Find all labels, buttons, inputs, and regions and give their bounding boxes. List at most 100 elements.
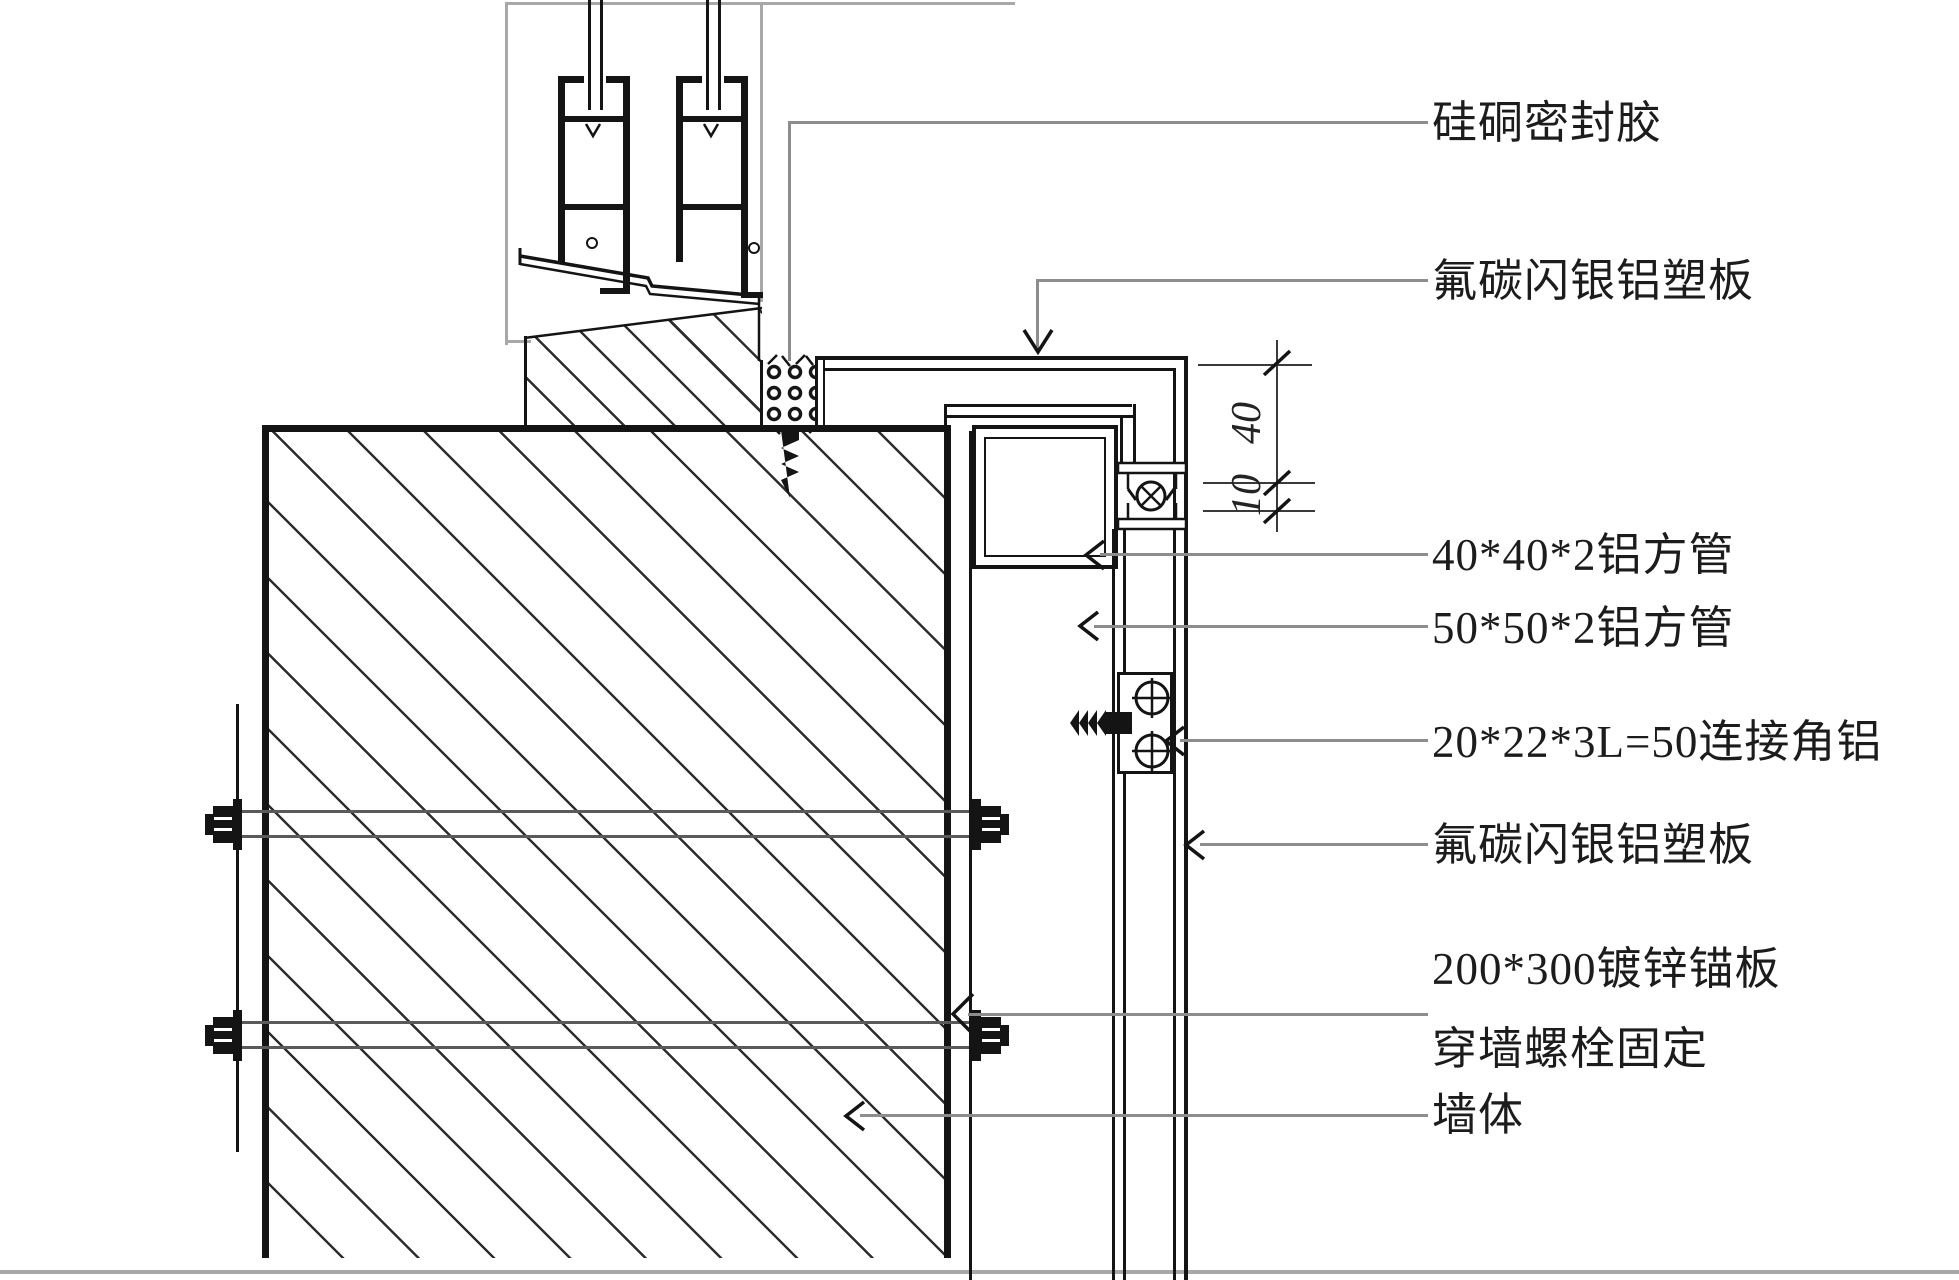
sill-left-edge (524, 336, 527, 426)
callout-wall-body: 墙体 (1432, 1090, 1525, 1140)
square-tube-40x40-inner-wall (984, 437, 1106, 557)
glass-pane-line (600, 0, 603, 110)
frame-cap (676, 76, 702, 83)
fixing-screw-icon (781, 430, 799, 498)
panel-outer-skin (815, 356, 1187, 360)
nut-facet-line (982, 828, 1000, 831)
seam-flange (1116, 517, 1188, 531)
bolt-shaft-line (242, 810, 972, 813)
callout-silicone-sealant: 硅硐密封胶 (1432, 98, 1663, 148)
square-tube-50x50-line (1112, 529, 1115, 1280)
leader-square-tube-50 (1094, 625, 1428, 628)
callout-square-tube-40: 40*40*2铝方管 (1432, 530, 1735, 580)
nut-facet-line (982, 1028, 1000, 1031)
bolt-end (205, 814, 213, 835)
arrow-left-acp-side (1183, 829, 1206, 861)
seam-flange (1116, 461, 1188, 475)
leader-wall-body (860, 1114, 1428, 1117)
panel-left-return (823, 358, 825, 428)
frame-bar (565, 116, 623, 122)
nut-facet-line (214, 1028, 232, 1031)
arrow-down-acp-top (1022, 329, 1054, 356)
leader-silicone-sealant (788, 121, 1428, 124)
anchor-plate-right-line (969, 431, 972, 1280)
glazing-notch (584, 123, 602, 139)
angle-screw-cross (1132, 731, 1172, 771)
sill-flashing-line (519, 262, 761, 306)
glazing-notch (702, 123, 720, 139)
acp-side-panel-inner-line (1173, 529, 1176, 1280)
bolt-hex-nut (981, 806, 1001, 843)
frame-bar (565, 204, 623, 210)
leader-acp-top (1036, 279, 1428, 282)
frame-bar (683, 204, 741, 210)
panel-step-line (1120, 415, 1123, 465)
bolt-shaft-line (242, 1021, 972, 1024)
nut-facet-line (214, 828, 232, 831)
arrow-left-tube-50 (1077, 610, 1100, 642)
frame-foot (558, 248, 565, 262)
leader-square-tube-40 (1100, 553, 1428, 556)
panel-back-sheet (944, 404, 1132, 407)
panel-corner-outer (1184, 356, 1188, 530)
arrow-left-anchor-plate (950, 992, 975, 1036)
frame-screw-icon (748, 242, 760, 254)
glass-pane-line (718, 0, 721, 110)
wall-right-edge (944, 425, 951, 1258)
seam-gasket-wing (1126, 488, 1176, 501)
callout-square-tube-50: 50*50*2铝方管 (1432, 603, 1735, 653)
seam-gasket-cross (1141, 486, 1161, 506)
bolt-shaft-line (242, 835, 972, 838)
window-jamb-line-right (760, 2, 763, 302)
angle-screw-cross (1132, 678, 1172, 718)
arrow-left-angle (1163, 725, 1186, 757)
callout-acp-side: 氟碳闪银铝塑板 (1432, 820, 1755, 870)
bolt-end (205, 1025, 213, 1046)
extension-line (1198, 364, 1312, 366)
nut-facet-line (214, 1039, 232, 1042)
frame-bar (683, 116, 741, 122)
extension-line (1203, 482, 1315, 484)
frame-screw-icon (586, 237, 598, 249)
dim-tick (1262, 497, 1292, 525)
dimension-line (1276, 340, 1278, 532)
frame-hook (600, 288, 630, 294)
nut-facet-line (982, 817, 1000, 820)
glass-pane-line (706, 0, 709, 110)
window-jamb-line-left (505, 2, 508, 345)
leader-anchor-plate (968, 1013, 1428, 1016)
wall-left-edge (262, 425, 269, 1258)
frame-cap (724, 76, 748, 83)
callout-acp-top: 氟碳闪银铝塑板 (1432, 256, 1755, 306)
glass-pane-line (588, 0, 591, 110)
sill-top-edge (523, 306, 763, 340)
callout-angle-connector: 20*22*3L=50连接角铝 (1432, 717, 1883, 767)
dim-tick (1262, 349, 1292, 377)
silicone-sealant-joint (763, 361, 815, 427)
sill-right-edge (760, 360, 763, 426)
callout-anchor-plate: 200*300镀锌锚板 (1432, 944, 1781, 994)
panel-corner-inner (1173, 368, 1176, 530)
frame-foot (676, 248, 683, 262)
frame-cap (606, 76, 630, 83)
bolt-hex-nut (213, 1017, 233, 1054)
extension-line (1203, 510, 1315, 512)
window-sill-line (505, 340, 531, 343)
leader-acp-top-drop (1036, 279, 1039, 351)
bottom-boundary-line (0, 1270, 1959, 1274)
frame-wall (623, 76, 630, 248)
frame-wall (558, 76, 565, 248)
frame-wall (676, 76, 683, 248)
wall-hatch (269, 432, 944, 1258)
panel-left-return (815, 358, 818, 428)
leader-angle-connector (1180, 739, 1428, 742)
tapping-screw-head (1106, 712, 1132, 734)
bolt-hex-nut (981, 1017, 1001, 1054)
bolt-washer (972, 799, 981, 850)
wall-top-edge (262, 425, 951, 432)
frame-foot (623, 248, 630, 294)
square-tube-50x50-line (1123, 529, 1126, 1280)
nut-facet-line (214, 817, 232, 820)
